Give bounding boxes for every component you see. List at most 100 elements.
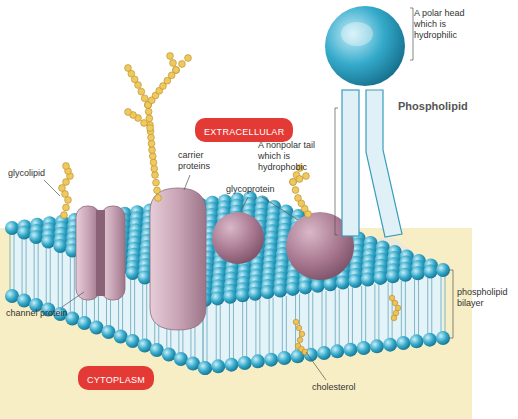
part-label: A nonpolar tail which is hydrophobic [258,140,330,173]
lipid-tail [229,303,230,359]
sugar-bead [391,315,397,321]
lipid-tail [308,293,309,349]
sugar-bead [63,179,70,186]
sugar-bead [154,187,161,194]
region-tag: EXTRACELLULAR [195,118,293,142]
sugar-bead [153,179,160,186]
channel-protein-shape [76,206,125,300]
bracket [410,8,413,60]
lipid-tail [58,252,59,308]
lipid-tail [134,279,135,335]
sugar-bead [299,331,305,337]
lipid-head [41,235,55,249]
lipid-head [298,280,312,294]
sugar-bead [167,53,174,60]
sugar-bead [303,173,310,180]
lipid-head [383,338,397,352]
lipid-head [311,279,325,293]
sugar-bead [290,179,297,186]
region-tag: CYTOPLASM [78,366,154,390]
polar-head [325,6,405,86]
lipid-tail [361,286,362,342]
region-name: CYTOPLASM [87,375,145,385]
lipid-head [370,339,384,353]
lipid-head [186,357,200,371]
sugar-bead [138,88,145,95]
bilayer-face [205,270,443,368]
sugar-bead [141,95,148,102]
lipid-head [223,290,237,304]
sugar-bead [295,195,302,202]
lipid-head [411,266,425,280]
sugar-bead [392,300,398,306]
lipid-head [138,339,152,353]
lipid-tail [348,288,349,344]
lipid-tail [326,291,327,347]
phospholipid-icon [325,6,405,237]
lipid-head [273,284,287,298]
lipid-head [150,343,164,357]
lipid-head [53,239,67,253]
sugar-bead [173,67,180,74]
part-label: carrier proteins [178,150,228,172]
lipid-head [17,226,31,240]
lipid-head [29,230,43,244]
fatty-tail [366,90,402,237]
lipid-tail [352,288,353,344]
sugar-chains [59,53,401,355]
lipid-tail [130,279,131,335]
leader-line [262,197,298,220]
lipid-head [343,343,357,357]
sugar-bead [302,349,308,355]
lipid-tail [142,284,143,340]
lipid-tail [70,257,71,313]
leader-line [184,175,190,190]
lipid-tail [388,283,389,339]
lipid-head [386,269,400,283]
bracket [335,108,338,235]
lipid-head [198,361,212,375]
lipid-head [162,348,176,362]
sugar-bead [61,212,68,219]
lipid-head [261,285,275,299]
sugar-bead [179,61,186,68]
lipid-head [286,282,300,296]
lipid-tail [38,243,39,299]
lipid-tail [431,278,432,334]
lipid-tail [50,248,51,304]
sugar-bead [297,337,303,343]
lipid-tail [14,234,15,290]
lipid-head [198,361,212,375]
sugar-bead [296,325,302,331]
lipid-tail [46,248,47,304]
lipid-head [211,291,225,305]
lipid-head [348,274,362,288]
part-label: cholesterol [312,382,356,393]
fatty-tail [342,90,359,236]
channel-pore [96,210,105,296]
part-label: A polar head which is hydrophilic [414,8,476,41]
lipid-head [224,358,238,372]
sugar-bead [145,108,152,115]
lipid-head [423,333,437,347]
lipid-head [277,351,291,365]
part-label: glycolipid [8,168,45,179]
lipid-head [361,273,375,287]
sugar-bead [170,60,177,67]
lipid-tail [445,276,446,332]
sugar-bead [147,125,154,132]
lipid-tail [34,243,35,299]
sugar-bead [149,153,156,160]
lipid-head [336,276,350,290]
sugar-bead [293,319,299,325]
lipid-tail [322,291,323,347]
lipid-head [5,289,19,303]
lipid-tail [216,304,217,360]
part-label: channel protein [6,308,68,319]
sugar-bead [290,179,297,186]
leader-line [241,197,248,211]
lipid-tail [427,278,428,334]
glycoprotein-sphere [212,212,264,264]
sugar-bead [149,147,156,154]
lipid-tail [286,296,287,352]
